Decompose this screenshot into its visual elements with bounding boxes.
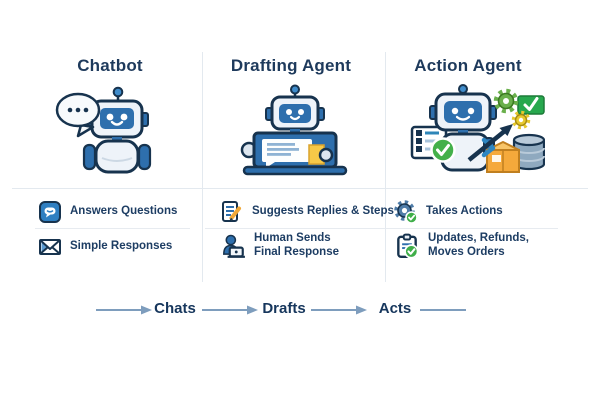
drafting-robot-illustration	[240, 84, 348, 176]
section-divider	[12, 188, 588, 189]
feature-human-sends: Human Sends Final Response	[220, 232, 339, 259]
feature-label: Suggests Replies & Steps	[252, 205, 394, 218]
feature-answers-questions: Answers Questions	[38, 200, 177, 224]
feature-label: Updates, Refunds,	[428, 232, 529, 244]
feature-simple-responses: Simple Responses	[38, 235, 172, 259]
document-pencil-icon	[222, 201, 241, 222]
feature-updates-refunds: Updates, Refunds, Moves Orders	[394, 232, 529, 259]
feature-separator	[392, 228, 558, 229]
column-divider	[202, 52, 203, 282]
speech-bubble-tail	[76, 123, 95, 138]
feature-separator	[35, 228, 190, 229]
flow-arrow-icon	[96, 305, 152, 315]
envelope-icon	[39, 239, 61, 255]
feature-label: Simple Responses	[70, 240, 173, 253]
feature-label: Final Response	[254, 245, 339, 258]
person-laptop-icon	[223, 234, 245, 258]
chat-bubble-icon	[39, 201, 61, 223]
clipboard-check-icon	[397, 233, 419, 259]
chatbot-robot-illustration	[55, 86, 152, 174]
gear-check-icon	[394, 200, 418, 224]
action-robot-illustration	[410, 84, 545, 173]
laptop-base	[242, 165, 348, 176]
green-check-badge	[430, 137, 456, 163]
column-divider	[385, 52, 386, 282]
feature-suggests-replies: Suggests Replies & Steps	[220, 200, 394, 224]
flow-arrow-icon	[311, 305, 367, 315]
column-title-drafting-agent: Drafting Agent	[230, 56, 352, 75]
column-title-chatbot: Chatbot	[77, 56, 143, 75]
package-box	[486, 141, 520, 173]
flow-step-drafts: Drafts	[262, 300, 306, 317]
flow-step-chats: Chats	[154, 300, 196, 317]
feature-label: Answers Questions	[70, 205, 178, 218]
column-title-action-agent: Action Agent	[414, 56, 522, 75]
feature-label: Human Sends	[254, 232, 331, 244]
feature-label: Moves Orders	[428, 245, 505, 258]
green-gear-icon	[493, 88, 519, 114]
flow-arrow-icon	[202, 305, 258, 315]
growth-arrow	[467, 128, 508, 162]
flow-step-acts: Acts	[378, 300, 412, 317]
flow-tail-line	[420, 309, 466, 311]
feature-separator	[205, 228, 392, 229]
feature-takes-actions: Takes Actions	[394, 200, 503, 224]
yellow-gear-icon	[511, 110, 531, 130]
feature-label: Takes Actions	[426, 205, 503, 218]
